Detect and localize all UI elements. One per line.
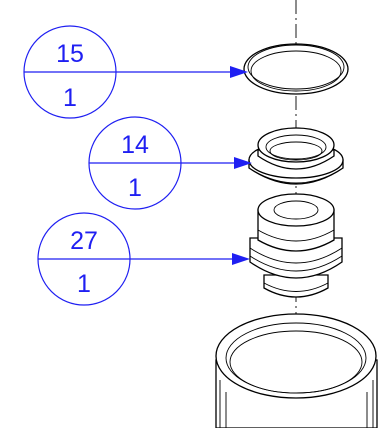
balloon-27-item-number: 27 <box>70 227 98 255</box>
balloon-15-quantity: 1 <box>63 84 77 112</box>
balloon-14-quantity: 1 <box>128 174 142 202</box>
part-housing <box>215 313 378 428</box>
balloon-14-item-number: 14 <box>121 131 149 159</box>
balloon-27-quantity: 1 <box>77 270 91 298</box>
balloon-item-27: 27 1 <box>37 212 250 306</box>
part-seal-ring <box>248 127 344 185</box>
balloon-item-14: 14 1 <box>88 116 252 210</box>
balloon-15-item-number: 15 <box>56 40 84 68</box>
balloon-item-15: 15 1 <box>23 25 248 119</box>
part-o-ring <box>243 43 349 95</box>
part-valve-body <box>249 193 343 298</box>
